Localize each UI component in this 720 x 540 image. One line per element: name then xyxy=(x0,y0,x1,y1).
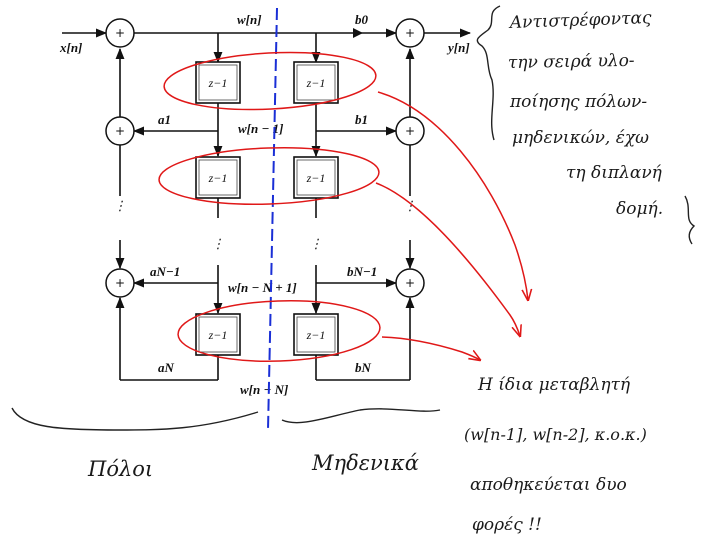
aN1-label: aN−1 xyxy=(150,264,180,279)
signal-labels: x[n] y[n] w[n] w[n − 1] w[n − N + 1] w[n… xyxy=(59,12,470,397)
red-arrow-1 xyxy=(377,91,528,300)
adder-out xyxy=(395,18,425,48)
adder-right-1-symbol: + xyxy=(405,124,415,138)
poles-label: Πόλοι xyxy=(87,457,153,481)
b1-label: b1 xyxy=(355,112,368,127)
coefficient-labels: b0 a1 b1 aN−1 bN−1 aN bN xyxy=(150,12,377,375)
a1-label: a1 xyxy=(158,112,171,127)
adder-left-1-symbol: + xyxy=(115,124,125,138)
w1-label: w[n − 1] xyxy=(238,121,283,136)
variable-note-block: Η ίδια μεταβλητή (w[n-1], w[n-2], κ.ο.κ.… xyxy=(464,375,647,535)
ellipsis-left: ⋮ xyxy=(114,198,127,213)
note-line-4: μηδενικών, έχω xyxy=(512,128,649,148)
aN-label: aN xyxy=(158,360,175,375)
adders: + + + + + + xyxy=(105,18,425,298)
delay-right-1-label: z−1 xyxy=(306,76,326,90)
flow-lines xyxy=(62,28,472,381)
bN-label: bN xyxy=(355,360,372,375)
highlight-ellipse-1 xyxy=(163,51,377,111)
highlight-ellipse-2 xyxy=(158,147,380,205)
note-block: Αντιστρέφοντας την σειρά υλο- ποίησης πό… xyxy=(476,5,696,245)
var-line-3: αποθηκεύεται δυο xyxy=(470,475,627,495)
red-highlights xyxy=(158,51,528,362)
delay-boxes: z−1 z−1 z−1 z−1 z−1 z−1 xyxy=(195,61,339,356)
delay-right-2 xyxy=(293,156,339,199)
delay-right-2-label: z−1 xyxy=(306,171,326,185)
brace-labels: Πόλοι Μηδενικά xyxy=(11,407,441,481)
adder-in xyxy=(105,18,135,48)
ellipsis-left-chain: ⋮ xyxy=(212,236,225,251)
delay-left-n xyxy=(195,313,241,356)
zeros-label: Μηδενικά xyxy=(311,451,419,475)
delay-right-1 xyxy=(293,61,339,104)
poles-brace xyxy=(11,407,259,431)
adder-in-symbol: + xyxy=(115,26,125,40)
ellipsis-marks: ⋮ ⋮ ⋮ ⋮ xyxy=(114,198,417,251)
adder-right-n1 xyxy=(395,268,425,298)
delay-left-2-label: z−1 xyxy=(208,171,228,185)
adder-left-n1 xyxy=(105,268,135,298)
delay-left-n-label: z−1 xyxy=(208,328,228,342)
b0-label: b0 xyxy=(355,12,369,27)
adder-out-symbol: + xyxy=(405,26,415,40)
note-line-6: δομή. xyxy=(616,199,663,219)
bN1-label: bN−1 xyxy=(347,264,377,279)
var-line-2: (w[n-1], w[n-2], κ.ο.κ.) xyxy=(464,425,647,444)
note-bracket-right xyxy=(684,195,696,245)
output-label: y[n] xyxy=(446,40,470,55)
delay-left-1 xyxy=(195,61,241,104)
wN-label: w[n − N] xyxy=(240,382,288,397)
note-line-5: τη διπλανή xyxy=(566,163,663,183)
zeros-brace xyxy=(281,408,441,424)
input-label: x[n] xyxy=(59,40,82,55)
highlight-ellipse-3 xyxy=(177,300,381,362)
b0-gain-arrow xyxy=(353,28,363,38)
note-line-3: ποίησης πόλων- xyxy=(509,92,647,112)
delay-right-n xyxy=(293,313,339,356)
adder-right-n1-symbol: + xyxy=(405,276,415,290)
delay-right-n-label: z−1 xyxy=(306,328,326,342)
wN1-label: w[n − N + 1] xyxy=(228,280,297,295)
pole-zero-divider xyxy=(267,7,278,431)
ellipsis-right-chain: ⋮ xyxy=(310,236,323,251)
note-line-1: Αντιστρέφοντας xyxy=(507,8,652,33)
delay-left-1-label: z−1 xyxy=(208,76,228,90)
red-arrow-3 xyxy=(381,336,480,360)
note-bracket-left xyxy=(476,5,501,141)
var-line-4: φορές !! xyxy=(472,515,542,535)
adder-left-1 xyxy=(105,116,135,146)
red-arrow-2 xyxy=(375,182,520,336)
w0-label: w[n] xyxy=(237,12,262,27)
adder-left-n1-symbol: + xyxy=(115,276,125,290)
var-line-1: Η ίδια μεταβλητή xyxy=(477,375,631,395)
ellipsis-right: ⋮ xyxy=(404,198,417,213)
adder-right-1 xyxy=(395,116,425,146)
note-line-2: την σειρά υλο- xyxy=(508,51,635,73)
delay-left-2 xyxy=(195,156,241,199)
